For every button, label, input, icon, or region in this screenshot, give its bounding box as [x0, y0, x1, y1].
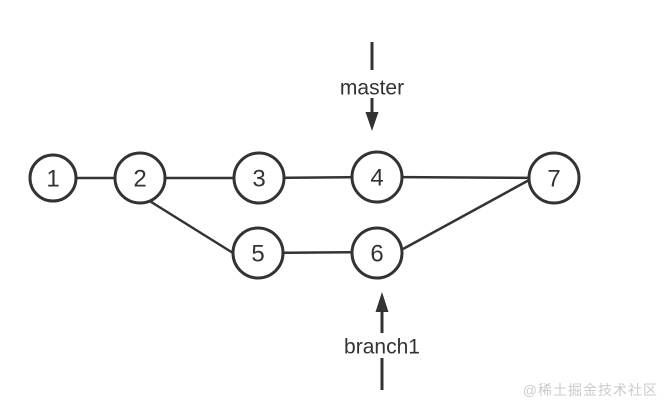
commit-node-label-3: 3 [252, 166, 265, 193]
watermark: @稀土掘金技术社区 [522, 382, 658, 398]
branch-label-master: master [340, 77, 404, 100]
commit-node-label-5: 5 [251, 241, 264, 268]
branch-label-branch1: branch1 [344, 336, 420, 359]
commit-node-1 [28, 153, 78, 203]
commit-node-4 [350, 150, 404, 204]
commit-node-7 [527, 151, 581, 205]
commit-node-5 [231, 226, 285, 280]
edge-4-7 [376, 175, 555, 180]
arrowhead-down-icon [365, 112, 379, 131]
commit-node-3 [232, 151, 286, 205]
edge-2-5 [147, 198, 234, 255]
commit-node-6 [350, 226, 404, 280]
commit-node-label-1: 1 [46, 166, 59, 193]
arrowhead-up-icon [375, 292, 389, 312]
commit-node-label-4: 4 [370, 165, 383, 192]
edge-6-7 [402, 177, 532, 251]
commit-node-label-6: 6 [370, 241, 383, 268]
commit-node-2 [113, 151, 167, 205]
commit-node-label-2: 2 [133, 166, 146, 193]
commit-node-label-7: 7 [547, 166, 560, 193]
